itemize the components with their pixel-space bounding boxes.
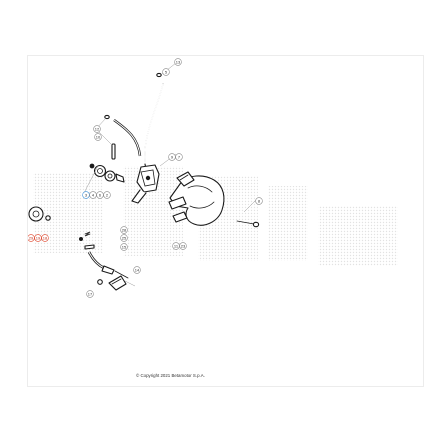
svg-text:5: 5 bbox=[165, 70, 168, 75]
callout-9: 9 bbox=[168, 153, 176, 161]
svg-text:9: 9 bbox=[171, 155, 174, 160]
o-ring-left bbox=[104, 114, 110, 120]
callout-10: 10 bbox=[94, 133, 102, 141]
callout-28: 28 bbox=[120, 226, 128, 234]
strainer-pipe bbox=[87, 251, 129, 279]
pump-cover bbox=[168, 171, 225, 226]
callout-5: 5 bbox=[162, 68, 170, 76]
svg-text:8: 8 bbox=[258, 199, 261, 204]
diagram-canvas: 13 5 12 10 9 7 8 3 4 6 2 bbox=[28, 58, 398, 298]
svg-text:17: 17 bbox=[88, 292, 93, 297]
callout-23: 23 bbox=[179, 242, 187, 250]
callout-19: 19 bbox=[34, 234, 42, 242]
callout-4: 4 bbox=[89, 191, 97, 199]
svg-text:23: 23 bbox=[181, 244, 186, 249]
svg-text:3: 3 bbox=[85, 193, 88, 198]
svg-text:15: 15 bbox=[122, 245, 127, 250]
filter-screen bbox=[97, 275, 127, 291]
spring-set bbox=[79, 231, 95, 250]
callout-17: 17 bbox=[86, 290, 94, 298]
svg-text:29: 29 bbox=[29, 236, 34, 241]
watermark bbox=[33, 166, 398, 266]
screw-right bbox=[236, 220, 260, 228]
svg-text:10: 10 bbox=[96, 135, 101, 140]
svg-text:6: 6 bbox=[99, 193, 102, 198]
callout-12: 12 bbox=[93, 125, 101, 133]
svg-text:11: 11 bbox=[174, 244, 179, 249]
svg-text:18: 18 bbox=[43, 236, 48, 241]
svg-text:13: 13 bbox=[176, 60, 181, 65]
callout-15: 15 bbox=[120, 243, 128, 251]
exploded-parts-diagram: 13 5 12 10 9 7 8 3 4 6 2 bbox=[27, 55, 424, 387]
callout-8: 8 bbox=[255, 197, 263, 205]
callout-18: 18 bbox=[41, 234, 49, 242]
svg-text:4: 4 bbox=[92, 193, 95, 198]
svg-text:7: 7 bbox=[178, 155, 181, 160]
callout-25: 25 bbox=[120, 234, 128, 242]
svg-text:28: 28 bbox=[122, 228, 127, 233]
pin-left bbox=[111, 143, 116, 160]
callout-3: 3 bbox=[82, 191, 90, 199]
pump-gear-cluster bbox=[89, 163, 125, 183]
svg-text:14: 14 bbox=[135, 268, 140, 273]
callout-6: 6 bbox=[96, 191, 104, 199]
oil-pump-body bbox=[131, 164, 160, 204]
callout-11: 11 bbox=[172, 242, 180, 250]
svg-text:2: 2 bbox=[106, 193, 109, 198]
oil-pipe bbox=[144, 83, 164, 175]
callout-7: 7 bbox=[175, 153, 183, 161]
callout-14: 14 bbox=[133, 266, 141, 274]
copyright-text: © Copyright 2021 Betamotor S.p.A. bbox=[136, 373, 205, 378]
pipe-bend-left bbox=[113, 119, 142, 157]
callout-2: 2 bbox=[103, 191, 111, 199]
svg-text:25: 25 bbox=[122, 236, 127, 241]
svg-text:12: 12 bbox=[95, 127, 100, 132]
o-ring-top bbox=[156, 72, 162, 78]
svg-text:19: 19 bbox=[36, 236, 41, 241]
callout-29: 29 bbox=[28, 234, 35, 242]
gear-left bbox=[28, 206, 51, 222]
callout-13: 13 bbox=[174, 58, 182, 66]
